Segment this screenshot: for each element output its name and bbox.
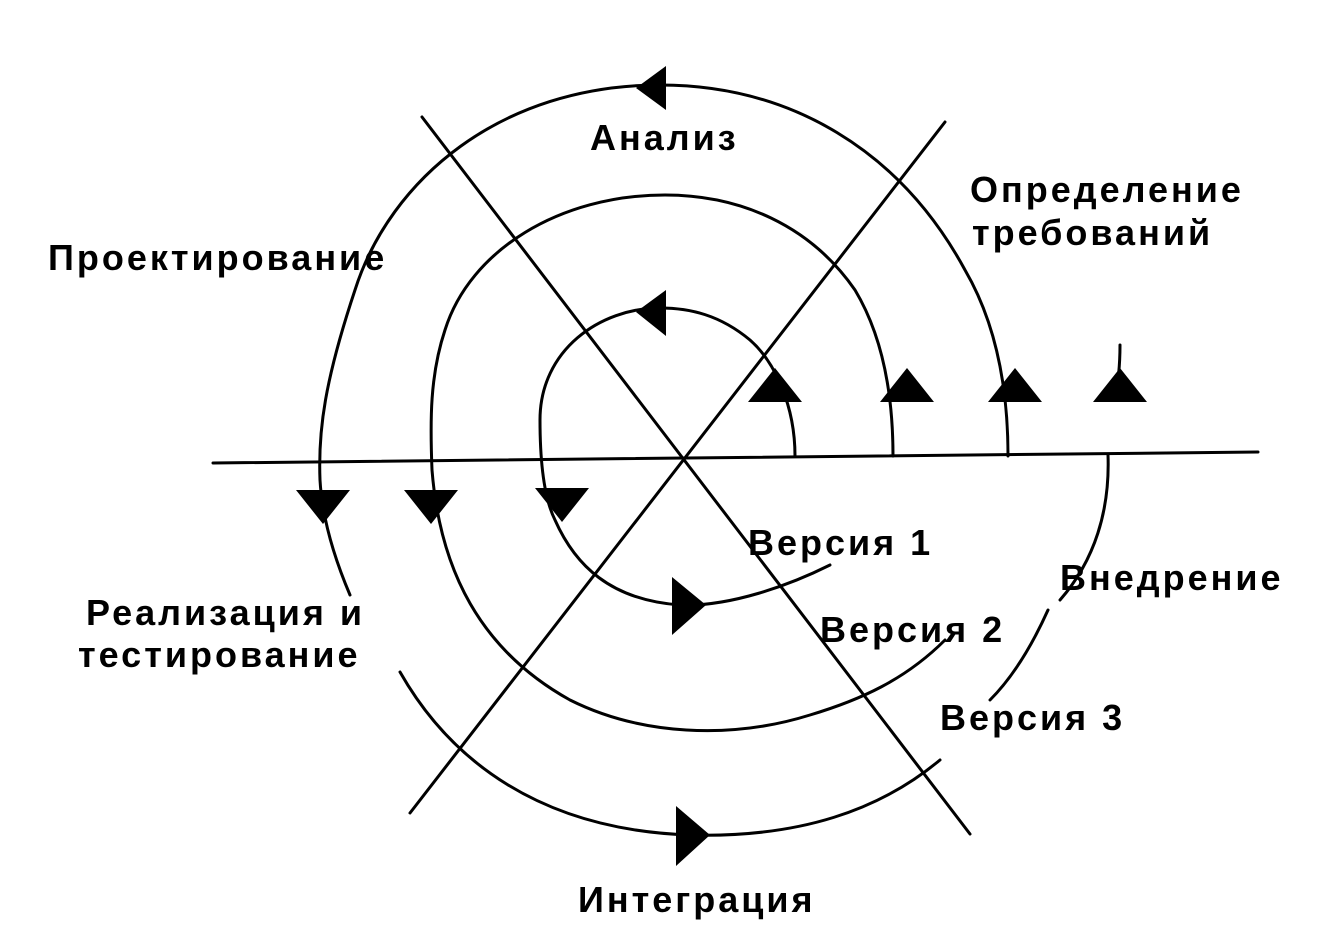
- spiral-turn-version-3: [318, 83, 1010, 597]
- label-version-1: Версия 1: [748, 522, 933, 563]
- deployment-arc-tail: [988, 608, 1050, 702]
- horizontal-axis: [211, 450, 1260, 465]
- arrow-up-3: [988, 368, 1042, 402]
- label-analysis: Анализ: [590, 117, 739, 158]
- arrow-right-outer: [676, 806, 710, 866]
- label-version-2: Версия 2: [820, 609, 1005, 650]
- arrow-down-3: [535, 488, 589, 522]
- arrow-left-inner: [636, 290, 666, 336]
- arrow-down-1: [296, 490, 350, 524]
- label-requirements-line1: Определение: [970, 169, 1244, 210]
- diagonal-axis-down: [420, 115, 972, 836]
- label-design: Проектирование: [48, 237, 387, 278]
- label-integration: Интеграция: [578, 879, 816, 920]
- arrow-up-4: [1093, 368, 1147, 402]
- label-version-3: Версия 3: [940, 697, 1125, 738]
- label-implementation-line2: тестирование: [78, 634, 361, 675]
- arrow-down-2: [404, 490, 458, 524]
- deployment-arc-lower: [1058, 453, 1110, 602]
- arrow-up-2: [880, 368, 934, 402]
- label-requirements-line2: требований: [972, 212, 1213, 253]
- diagonal-axis-up: [408, 120, 947, 815]
- arrow-right-inner: [672, 577, 706, 635]
- label-implementation-line1: Реализация и: [86, 592, 365, 633]
- arrow-left-outer: [636, 66, 666, 110]
- arrow-up-1: [748, 368, 802, 402]
- label-deployment: Внедрение: [1060, 557, 1284, 598]
- spiral-turn-version-2: [429, 193, 947, 733]
